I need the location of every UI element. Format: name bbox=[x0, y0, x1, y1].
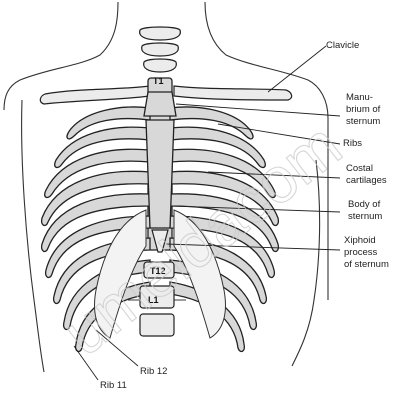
label-manubrium-line3: sternum bbox=[346, 116, 380, 127]
cervical-vertebrae bbox=[140, 27, 181, 72]
label-body-line1: Body of bbox=[348, 199, 381, 210]
sternum-body bbox=[146, 120, 174, 228]
label-xiphoid-line1: Xiphoid bbox=[344, 235, 376, 246]
manubrium bbox=[144, 92, 176, 116]
watermark-text: umeldacom bbox=[49, 109, 354, 369]
label-costal-line2: cartilages bbox=[346, 175, 387, 186]
label-manubrium-line1: Manu- bbox=[346, 92, 373, 103]
label-rib-11: Rib 11 bbox=[100, 380, 127, 391]
label-body-line2: sternum bbox=[348, 211, 382, 222]
label-manubrium-line2: brium of bbox=[346, 104, 381, 115]
label-clavicle: Clavicle bbox=[326, 40, 359, 51]
label-xiphoid-line2: process bbox=[344, 247, 378, 258]
label-xiphoid-line3: of sternum bbox=[344, 259, 389, 270]
label-ribs: Ribs bbox=[343, 138, 362, 149]
vertebra-label-t1: T1 bbox=[153, 76, 164, 86]
label-rib-12: Rib 12 bbox=[140, 366, 167, 377]
